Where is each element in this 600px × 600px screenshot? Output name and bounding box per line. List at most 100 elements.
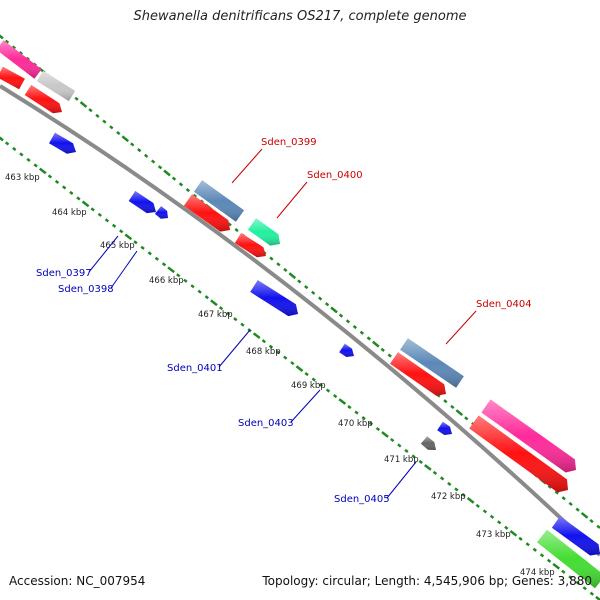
gene-shading	[537, 529, 600, 589]
tick-mark	[109, 125, 114, 130]
kbp-label: 467 kbp	[198, 310, 233, 320]
tick-mark	[568, 501, 573, 507]
tick-mark	[137, 148, 142, 153]
tick-mark	[354, 410, 359, 415]
tick-mark	[54, 179, 60, 184]
tick-mark	[0, 136, 4, 142]
tick-mark	[218, 306, 224, 311]
gene-shading	[437, 421, 452, 435]
tick-mark	[0, 34, 4, 40]
tick-mark	[411, 454, 416, 459]
tick-mark	[171, 176, 177, 181]
gene-shading	[247, 218, 280, 246]
tick-mark	[204, 295, 209, 300]
tick-mark	[76, 196, 81, 201]
tick-mark	[74, 96, 79, 101]
tick-mark	[311, 290, 316, 295]
tick-mark	[111, 223, 117, 228]
tick-mark	[12, 146, 17, 152]
tick-mark	[167, 266, 175, 274]
tick-mark	[525, 542, 530, 547]
tick-mark	[338, 313, 344, 318]
tick-mark	[324, 302, 330, 307]
tick-mark	[104, 218, 110, 223]
tick-mark	[464, 416, 469, 421]
gene-label[interactable]: Sden_0401	[167, 363, 223, 374]
tick-mark	[283, 267, 288, 273]
tick-mark	[297, 279, 302, 284]
tick-mark	[361, 415, 366, 421]
tick-mark	[144, 153, 149, 158]
tick-mark	[178, 182, 184, 187]
tick-mark	[233, 317, 238, 322]
kbp-label: 471 kbp	[384, 455, 419, 465]
tick-mark	[345, 319, 351, 324]
gene-label[interactable]: Sden_0400	[307, 170, 363, 181]
gene-label[interactable]: Sden_0398	[58, 284, 114, 295]
tick-mark	[288, 272, 297, 280]
tick-mark	[116, 130, 121, 136]
tick-mark	[575, 580, 580, 585]
accession-text: Accession: NC_007954	[9, 574, 146, 588]
tick-mark	[454, 487, 459, 492]
tick-mark	[226, 311, 231, 316]
tick-mark	[119, 229, 124, 234]
tick-mark	[475, 503, 480, 508]
tick-mark	[176, 273, 181, 278]
tick-mark	[88, 108, 93, 113]
kbp-label: 465 kbp	[100, 241, 135, 251]
gene-shading	[390, 352, 446, 396]
tick-mark	[561, 569, 566, 574]
kbp-label: 473 kbp	[476, 530, 511, 540]
gene-label[interactable]: Sden_0405	[334, 494, 390, 505]
gene-shading	[551, 516, 600, 556]
gene-label[interactable]: Sden_0403	[238, 418, 294, 429]
gene-shading	[128, 191, 156, 214]
tick-mark	[26, 157, 31, 163]
tick-mark	[450, 404, 455, 410]
tick-mark	[69, 190, 74, 195]
tick-mark	[275, 350, 281, 355]
tick-mark	[390, 437, 395, 443]
tick-mark	[589, 518, 594, 524]
tick-mark	[375, 426, 381, 432]
gene-shading	[0, 66, 25, 90]
gene-label-leader	[110, 250, 138, 289]
gene-label-leader	[88, 235, 119, 273]
gene-shading	[24, 85, 62, 114]
gene-shading	[49, 132, 76, 154]
tick-mark	[380, 347, 385, 352]
kbp-label: 463 kbp	[5, 173, 40, 183]
genome-summary-text: Topology: circular; Length: 4,545,906 bp…	[262, 574, 592, 588]
tick-mark	[325, 388, 331, 393]
tick-mark	[589, 591, 595, 596]
tick-mark	[4, 141, 10, 146]
tick-mark	[283, 355, 288, 360]
tick-mark	[366, 336, 371, 341]
gene-label[interactable]: Sden_0399	[261, 137, 317, 148]
tick-mark	[190, 284, 195, 289]
tick-mark	[318, 383, 324, 388]
gene-label-leader	[231, 148, 263, 184]
gene-label[interactable]: Sden_0404	[476, 299, 532, 310]
tick-mark	[509, 530, 518, 537]
tick-mark	[197, 289, 202, 294]
kbp-label: 474 kbp	[520, 568, 555, 578]
tick-mark	[489, 514, 495, 519]
tick-mark	[582, 586, 587, 591]
tick-mark	[352, 324, 358, 330]
gene-label[interactable]: Sden_0397	[36, 268, 92, 279]
tick-mark	[497, 520, 502, 525]
tick-mark	[304, 372, 309, 377]
tick-mark	[140, 245, 145, 250]
map-title: Shewanella denitrificans OS217, complete…	[133, 9, 467, 24]
tick-mark	[418, 459, 423, 465]
gene-shading	[0, 40, 42, 79]
gene-shading	[154, 206, 168, 219]
tick-mark	[372, 340, 380, 348]
tick-mark	[387, 353, 392, 358]
gene-shading	[420, 436, 436, 450]
tick-mark	[596, 524, 600, 529]
